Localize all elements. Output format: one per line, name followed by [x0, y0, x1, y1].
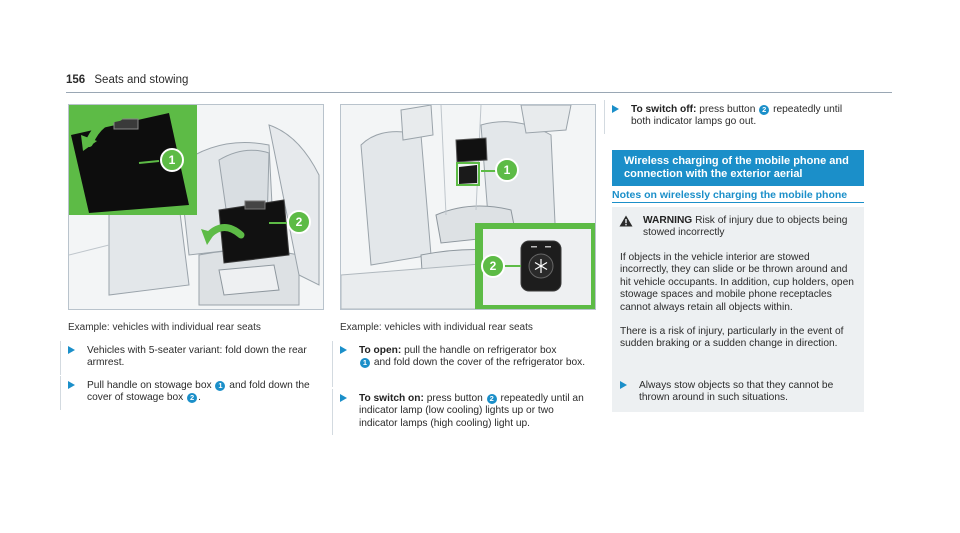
section-title: Seats and stowing — [94, 74, 189, 86]
step-text: pull the handle on refrigerator box — [404, 345, 557, 356]
step-bar — [332, 389, 333, 435]
step-bar — [60, 341, 61, 375]
step-text: Pull handle on stowage box — [87, 380, 212, 391]
page-header: 156 Seats and stowing — [66, 74, 188, 86]
warning-label: WARNING — [643, 215, 693, 226]
warning-box — [612, 207, 864, 412]
refrigerator-drawing: 1 2 — [341, 105, 595, 309]
triangle-right-icon — [620, 381, 627, 389]
reference-2-badge: 2 — [187, 393, 198, 404]
header-divider — [66, 92, 892, 93]
step-text: and fold down the cover of the refrigera… — [373, 357, 586, 369]
reference-1-badge: 1 — [215, 381, 226, 391]
step-text: . — [198, 392, 201, 404]
warning-text: Risk of injury due to objects being stow… — [643, 215, 848, 239]
step-text: press button — [699, 104, 756, 115]
figure2-callout-1: 1 — [504, 163, 511, 177]
step-text: Always stow objects so that they cannot … — [639, 380, 834, 404]
step-label: To switch off: — [631, 104, 697, 115]
triangle-right-icon — [68, 346, 75, 354]
snowflake-icon — [534, 259, 548, 273]
subheading: Notes on wirelessly charging the mobile … — [612, 189, 848, 201]
figure2-caption: Example: vehicles with individual rear s… — [340, 322, 533, 333]
triangle-right-icon — [340, 394, 347, 402]
figure1-caption: Example: vehicles with individual rear s… — [68, 322, 261, 333]
step-text: press button — [426, 393, 483, 404]
step-bar — [604, 100, 605, 134]
step-label: To open: — [359, 345, 402, 356]
step-text: repeatedly until both indicator lamps go… — [631, 104, 843, 128]
step-text: repeatedly until an indicator lamp (low … — [359, 393, 584, 429]
figure1-callout-1: 1 — [169, 153, 176, 167]
step-bar — [332, 341, 333, 387]
subheading-divider — [612, 202, 864, 203]
rear-seats-drawing: 1 2 — [69, 105, 323, 309]
step-label: To switch on: — [359, 393, 424, 404]
triangle-right-icon — [340, 346, 347, 354]
warning-triangle-icon — [619, 215, 633, 231]
warning-paragraph-1: If objects in the vehicle interior are s… — [620, 252, 854, 313]
illustration-stowage-box: 1 2 — [68, 104, 324, 310]
illustration-refrigerator-box: 1 2 — [340, 104, 596, 310]
triangle-right-icon — [68, 381, 75, 389]
triangle-right-icon — [612, 105, 619, 113]
step-text: and fold down the cover of stowage box — [87, 380, 310, 404]
step-bar — [60, 376, 61, 410]
reference-2-badge: 2 — [486, 394, 497, 404]
step-text: Vehicles with 5-seater variant: fold dow… — [87, 345, 307, 369]
figure2-callout-2: 2 — [490, 259, 497, 273]
reference-2-badge: 2 — [759, 105, 770, 115]
figure1-callout-2: 2 — [296, 215, 303, 229]
reference-1-badge: 1 — [360, 358, 370, 369]
page-number: 156 — [66, 74, 86, 86]
section-banner: Wireless charging of the mobile phone an… — [612, 150, 864, 186]
warning-paragraph-2: There is a risk of injury, particularly … — [620, 326, 844, 350]
